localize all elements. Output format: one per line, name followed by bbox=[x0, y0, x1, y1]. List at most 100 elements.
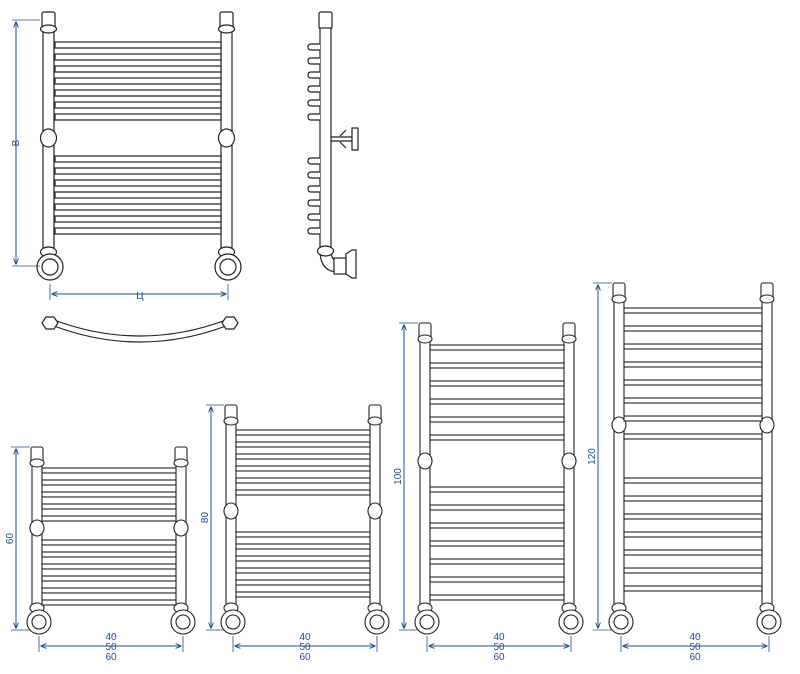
rung bbox=[429, 416, 565, 423]
rung bbox=[54, 65, 222, 73]
rung-profile bbox=[307, 71, 320, 79]
rung bbox=[235, 489, 371, 496]
rung-profile bbox=[307, 157, 320, 165]
rung bbox=[235, 591, 371, 598]
rung bbox=[623, 567, 763, 574]
width-value: 60 bbox=[689, 652, 701, 663]
bottom-elbow-inner bbox=[225, 614, 241, 630]
width-label: Ц bbox=[136, 291, 144, 302]
height-value: 120 bbox=[587, 448, 598, 465]
rung bbox=[429, 398, 565, 405]
rung bbox=[623, 433, 763, 440]
rung bbox=[54, 227, 222, 235]
height-dimension: В bbox=[11, 19, 40, 267]
top-nut bbox=[223, 416, 239, 426]
rung bbox=[41, 575, 177, 582]
top-nut bbox=[367, 416, 383, 426]
height-value: 80 bbox=[200, 512, 211, 524]
rung bbox=[54, 155, 222, 163]
rung bbox=[623, 477, 763, 484]
width-value: 50 bbox=[493, 642, 505, 653]
bottom-elbow-inner bbox=[369, 614, 385, 630]
height-value: 60 bbox=[5, 533, 16, 545]
width-value: 60 bbox=[493, 652, 505, 663]
rung bbox=[235, 567, 371, 574]
rung bbox=[429, 522, 565, 529]
upright-right bbox=[563, 338, 575, 609]
rung bbox=[235, 543, 371, 550]
rung bbox=[623, 325, 763, 332]
top-nut bbox=[173, 458, 189, 468]
wall-bracket bbox=[29, 519, 45, 537]
rung bbox=[54, 89, 222, 97]
height-value: 100 bbox=[393, 468, 404, 485]
rung bbox=[41, 503, 177, 510]
wall-bracket bbox=[173, 519, 189, 537]
rung bbox=[41, 479, 177, 486]
front-view bbox=[36, 11, 242, 281]
rung bbox=[41, 467, 177, 474]
rung bbox=[623, 397, 763, 404]
rung bbox=[235, 477, 371, 484]
rung-profile bbox=[307, 213, 320, 221]
bottom-elbow-inner bbox=[31, 614, 47, 630]
rung bbox=[235, 555, 371, 562]
rung bbox=[429, 434, 565, 441]
upright-left bbox=[613, 298, 625, 609]
upright-right bbox=[761, 298, 773, 609]
upright-left bbox=[419, 338, 431, 609]
height-label: В bbox=[11, 139, 22, 146]
rung bbox=[429, 380, 565, 387]
rung bbox=[41, 551, 177, 558]
rung bbox=[235, 453, 371, 460]
rung-profile bbox=[307, 227, 320, 235]
width-value: 50 bbox=[299, 642, 311, 653]
bottom-elbow bbox=[220, 609, 246, 635]
bottom-elbow bbox=[414, 609, 440, 635]
rung bbox=[623, 343, 763, 350]
top-nut bbox=[417, 334, 433, 344]
top-view bbox=[41, 316, 239, 343]
rung bbox=[41, 515, 177, 522]
width-value: 50 bbox=[689, 642, 701, 653]
rung bbox=[54, 53, 222, 61]
bottom-elbow bbox=[756, 609, 782, 635]
rung bbox=[429, 558, 565, 565]
rung bbox=[623, 495, 763, 502]
bottom-elbow-inner bbox=[613, 614, 629, 630]
rung bbox=[54, 167, 222, 175]
wall-bracket bbox=[611, 416, 627, 434]
width-dimension: Ц bbox=[49, 284, 229, 302]
rung-profile bbox=[307, 113, 320, 121]
wall-bracket bbox=[417, 452, 433, 470]
rung-profile bbox=[307, 171, 320, 179]
wall-bracket bbox=[561, 452, 577, 470]
width-value: 40 bbox=[493, 632, 505, 643]
rung bbox=[41, 587, 177, 594]
rung-profile bbox=[307, 57, 320, 65]
bottom-elbow-inner bbox=[563, 614, 579, 630]
rung-profile bbox=[307, 99, 320, 107]
top-nut bbox=[611, 294, 627, 304]
rung bbox=[623, 415, 763, 422]
rung bbox=[429, 344, 565, 351]
width-value: 50 bbox=[105, 642, 117, 653]
rung bbox=[623, 361, 763, 368]
rung bbox=[623, 585, 763, 592]
rung bbox=[54, 215, 222, 223]
bottom-elbow bbox=[170, 609, 196, 635]
top-nut bbox=[29, 458, 45, 468]
width-value: 40 bbox=[105, 632, 117, 643]
rung bbox=[54, 191, 222, 199]
rung bbox=[429, 540, 565, 547]
rung bbox=[235, 429, 371, 436]
rung bbox=[623, 307, 763, 314]
width-value: 40 bbox=[299, 632, 311, 643]
bottom-elbow bbox=[608, 609, 634, 635]
rung bbox=[41, 563, 177, 570]
bottom-elbow-inner bbox=[419, 614, 435, 630]
top-nut bbox=[561, 334, 577, 344]
